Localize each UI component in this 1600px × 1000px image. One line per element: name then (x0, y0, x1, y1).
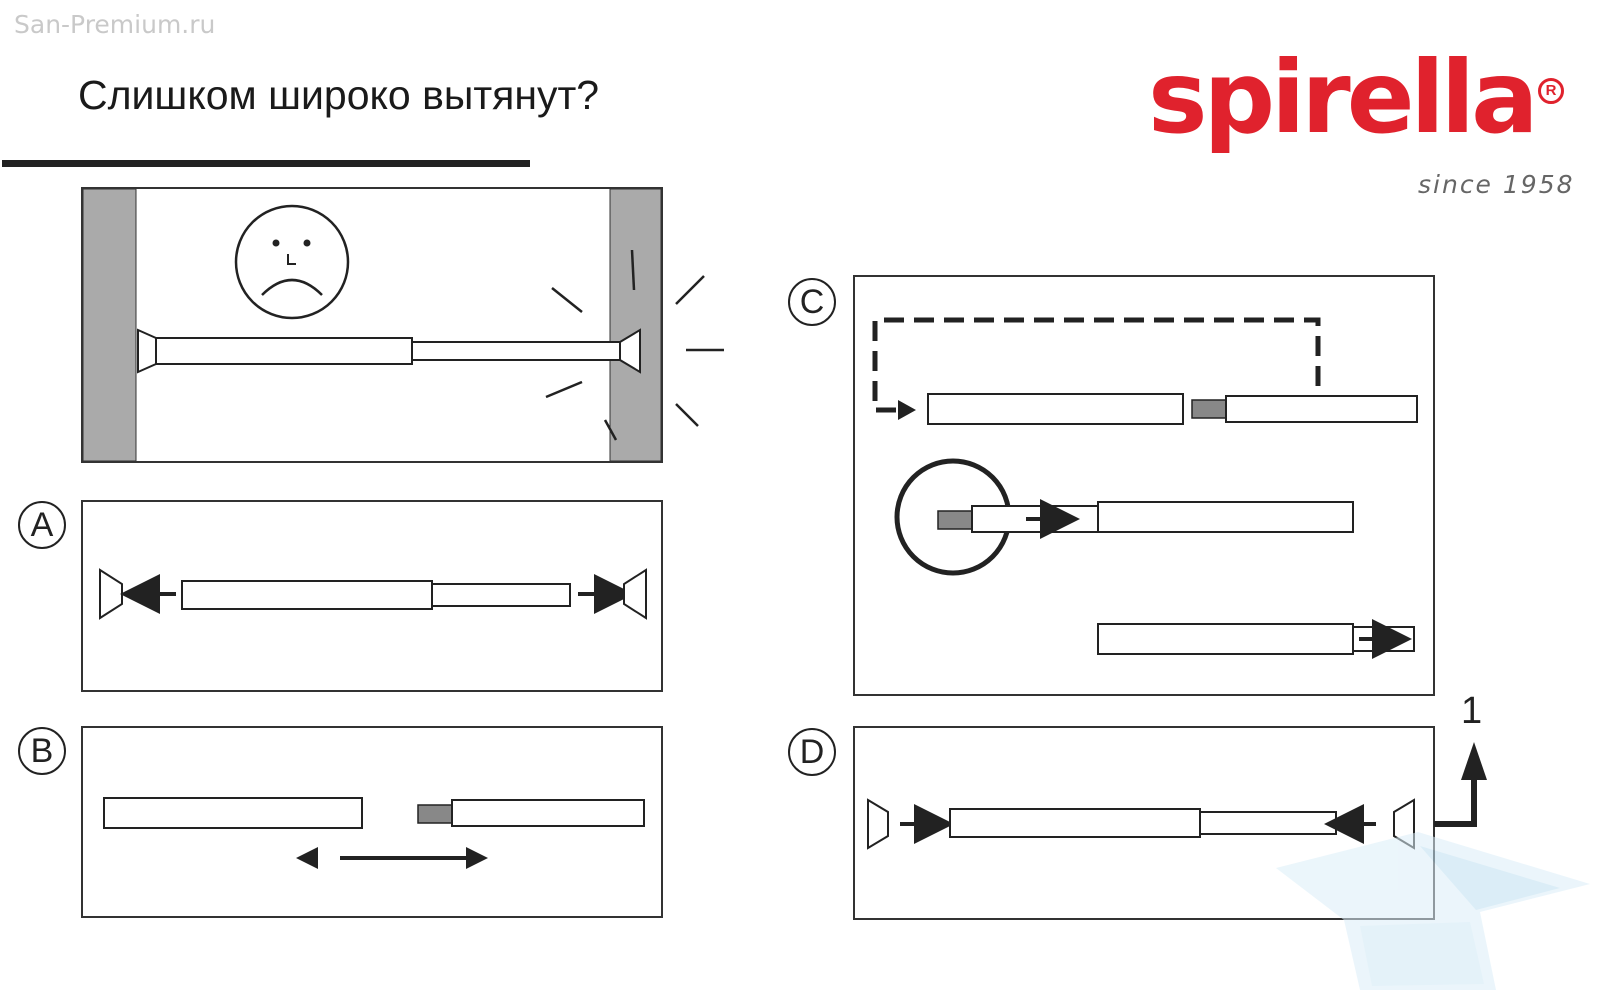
left-wall (82, 188, 137, 462)
panel-a (81, 500, 663, 692)
title-divider (2, 160, 530, 167)
right-wall (609, 188, 662, 462)
dashed-path (872, 317, 1321, 413)
extended-rod (137, 328, 641, 374)
double-arrow-icon (296, 847, 488, 869)
panel-d-label: D (788, 728, 836, 776)
step-number: 1 (1461, 690, 1483, 732)
sad-face-icon (234, 204, 350, 320)
panel-c (853, 275, 1435, 696)
panel-c-label: C (788, 278, 836, 326)
problem-panel (81, 187, 724, 463)
right-end-cap (623, 568, 647, 620)
brand-logo: spirella (1148, 39, 1539, 156)
house-watermark-icon (1276, 832, 1590, 990)
brand-since: since 1958 (1418, 170, 1575, 199)
registered-mark: R (1538, 78, 1564, 104)
site-watermark: San-Premium.ru (14, 10, 216, 39)
panel-b (81, 726, 663, 918)
page-title: Слишком широко вытянут? (78, 72, 600, 118)
panel-b-label: B (18, 727, 66, 775)
arrow-up-icon (1434, 742, 1487, 827)
plug (417, 804, 453, 824)
impact-lines (545, 249, 724, 441)
panel-a-label: A (18, 501, 66, 549)
